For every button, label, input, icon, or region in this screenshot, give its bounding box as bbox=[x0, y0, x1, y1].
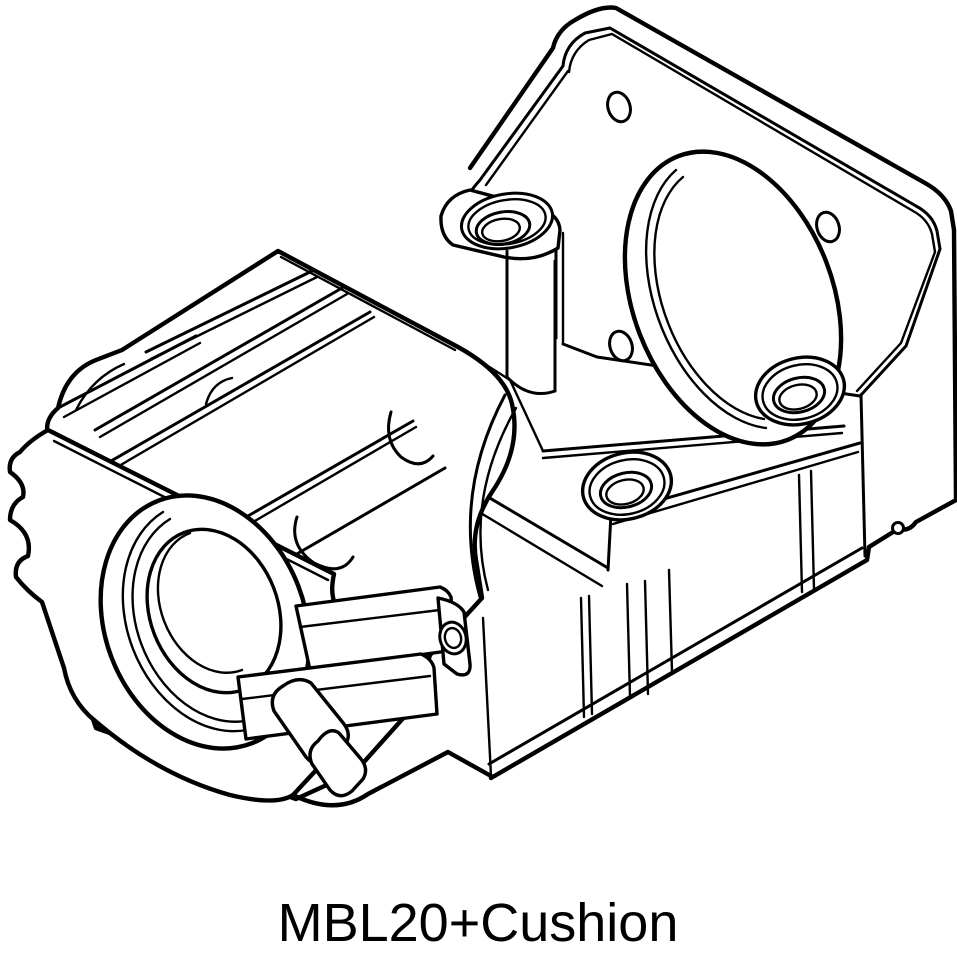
clamp-rail bbox=[236, 585, 494, 808]
caption: MBL20+Cushion bbox=[278, 893, 679, 953]
flange-bolt-holes bbox=[606, 90, 841, 363]
wall-grooves bbox=[481, 469, 816, 778]
bracket-silhouette bbox=[467, 5, 957, 781]
mounting-bracket bbox=[374, 5, 957, 781]
base-counterbore-right bbox=[753, 355, 847, 427]
rail-tab-2 bbox=[308, 729, 368, 798]
rail-end-hole bbox=[438, 620, 468, 656]
flange-bore bbox=[622, 149, 844, 447]
base-counterbore-front bbox=[580, 450, 674, 522]
edge-notch bbox=[891, 521, 905, 535]
base-counterbore-rear bbox=[439, 188, 562, 395]
cushion-end-cap bbox=[56, 334, 234, 419]
